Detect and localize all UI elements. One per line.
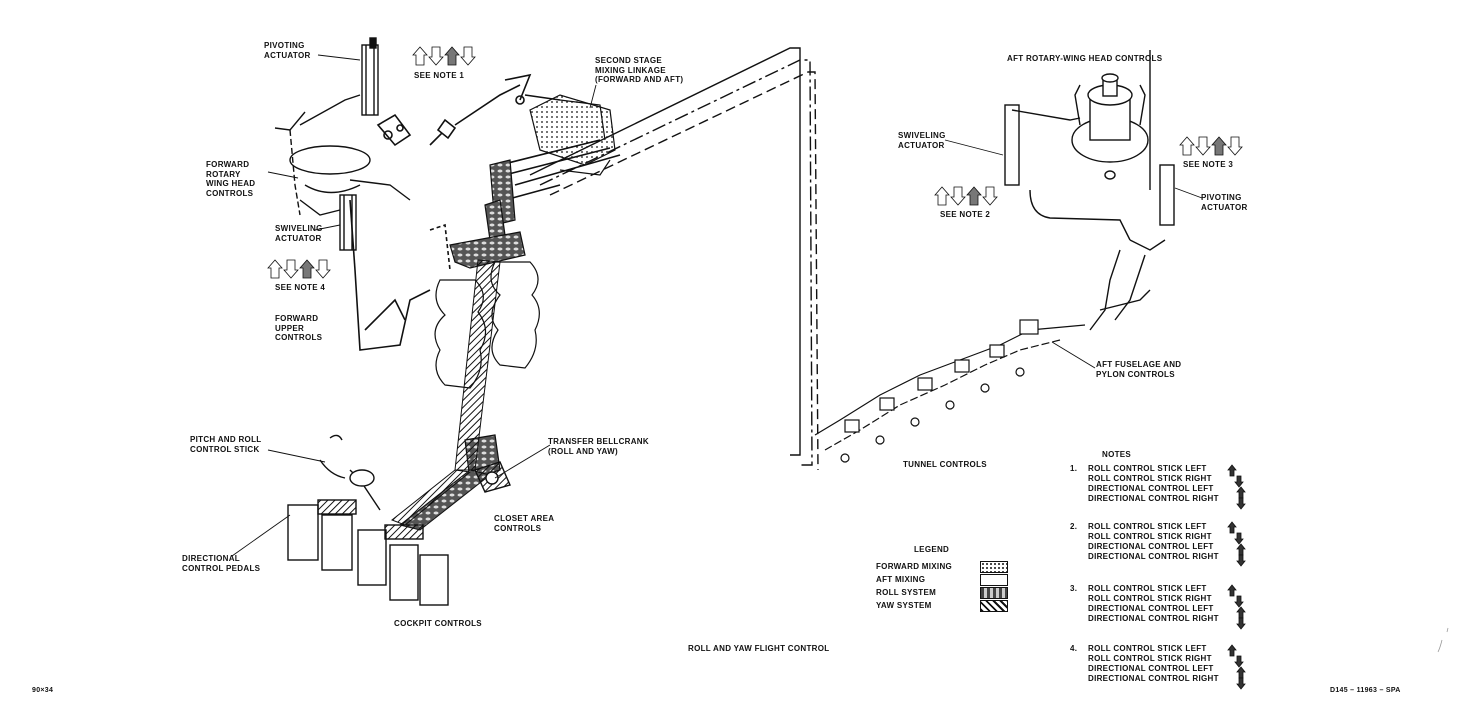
leader-lines	[231, 54, 1203, 557]
label-transfer-bellcrank: TRANSFER BELLCRANK (ROLL AND YAW)	[548, 437, 649, 456]
note-2: 2. ROLL CONTROL STICK LEFT ROLL CONTROL …	[1070, 522, 1219, 561]
label-pivoting-actuator-aft: PIVOTING ACTUATOR	[1201, 193, 1248, 212]
notes-title: NOTES	[1102, 450, 1132, 459]
legend-swatch-roll-system	[980, 587, 1008, 599]
direction-arrows	[267, 46, 1246, 690]
transfer-bellcrank	[474, 461, 511, 493]
legend-swatch-aft-mixing	[980, 574, 1008, 586]
forward-rotary-wing-head	[274, 37, 411, 251]
legend-title: LEGEND	[914, 545, 950, 554]
legend-swatch-forward-mixing	[980, 561, 1008, 573]
figure-ref-right: D145 – 11963 – SPA	[1330, 687, 1401, 694]
legend-item: YAW SYSTEM	[876, 600, 1016, 612]
diagram-title: ROLL AND YAW FLIGHT CONTROL	[688, 644, 830, 653]
label-forward-rotary-wing: FORWARD ROTARY WING HEAD CONTROLS	[206, 160, 256, 198]
edge-marks	[1437, 627, 1449, 653]
legend-swatch-yaw-system	[980, 600, 1008, 612]
note-arrows	[1227, 464, 1246, 690]
note-4: 4. ROLL CONTROL STICK LEFT ROLL CONTROL …	[1070, 644, 1219, 683]
label-pitch-roll-stick: PITCH AND ROLL CONTROL STICK	[190, 435, 262, 454]
label-aft-fuselage: AFT FUSELAGE AND PYLON CONTROLS	[1096, 360, 1182, 379]
label-second-stage-mixing: SECOND STAGE MIXING LINKAGE (FORWARD AND…	[595, 56, 684, 84]
label-see-note-3: SEE NOTE 3	[1183, 160, 1234, 169]
label-pivoting-actuator-fwd: PIVOTING ACTUATOR	[264, 41, 311, 60]
label-see-note-1: SEE NOTE 1	[414, 71, 465, 80]
label-see-note-4: SEE NOTE 4	[275, 283, 326, 292]
arrow-set-note-4	[267, 259, 331, 279]
cockpit-pedals	[287, 434, 449, 606]
arrow-set-note-1	[412, 46, 476, 66]
aft-rotary-wing-head	[1071, 50, 1151, 190]
arrow-set-note-2	[934, 186, 998, 206]
note-3: 3. ROLL CONTROL STICK LEFT ROLL CONTROL …	[1070, 584, 1219, 623]
aft-actuators	[1004, 104, 1175, 331]
legend-item: FORWARD MIXING	[876, 561, 1016, 573]
arrow-set-note-3	[1179, 136, 1243, 156]
tunnel-controls	[814, 319, 1086, 463]
note-1: 1. ROLL CONTROL STICK LEFT ROLL CONTROL …	[1070, 464, 1219, 503]
fwd-aft-interconnect-rods	[529, 47, 819, 471]
label-swiveling-actuator-aft: SWIVELING ACTUATOR	[898, 131, 946, 150]
forward-linkage-rods	[376, 73, 561, 147]
label-see-note-2: SEE NOTE 2	[940, 210, 991, 219]
label-forward-upper-controls: FORWARD UPPER CONTROLS	[275, 314, 323, 342]
label-directional-pedals: DIRECTIONAL CONTROL PEDALS	[182, 554, 261, 573]
roll-system-bellcranks	[449, 159, 526, 481]
label-cockpit-controls: COCKPIT CONTROLS	[394, 619, 482, 628]
legend-item: AFT MIXING	[876, 574, 1016, 586]
figure-ref-left: 90×34	[32, 687, 54, 694]
second-stage-mixing-linkage	[529, 94, 616, 176]
label-tunnel-controls: TUNNEL CONTROLS	[903, 460, 987, 469]
label-aft-rotary-wing: AFT ROTARY-WING HEAD CONTROLS	[1007, 54, 1163, 63]
label-swiveling-actuator-fwd: SWIVELING ACTUATOR	[275, 224, 323, 243]
legend-item: ROLL SYSTEM	[876, 587, 1016, 599]
label-closet-area: CLOSET AREA CONTROLS	[494, 514, 555, 533]
forward-upper-controls	[349, 199, 451, 351]
